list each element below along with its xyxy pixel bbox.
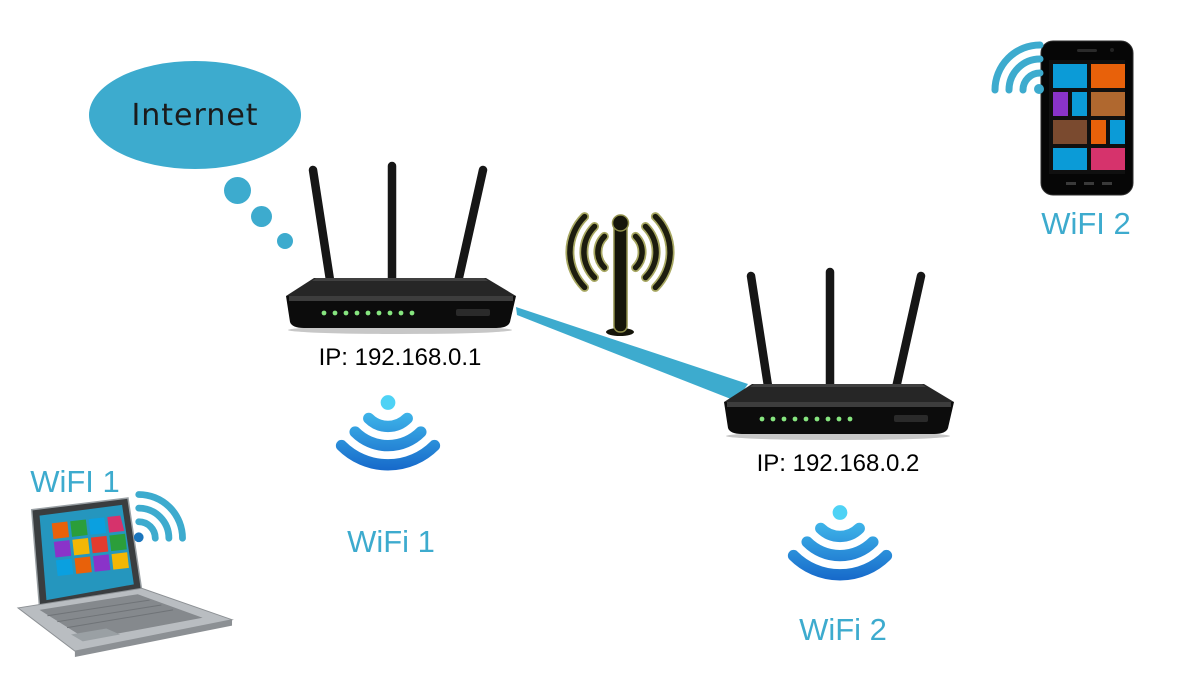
router-1-ip-label: IP: 192.168.0.1 (318, 344, 482, 371)
internet-cloud-icon (89, 61, 301, 169)
laptop-wifi-label: WiFI 1 (30, 464, 120, 499)
wifi-1-label: WiFi 1 (347, 524, 435, 559)
smartphone-icon (1040, 40, 1134, 196)
thought-dot-3-icon (277, 233, 293, 249)
wifi-2-label: WiFi 2 (799, 612, 887, 647)
router-2-ip-label: IP: 192.168.0.2 (756, 450, 920, 477)
router-2-icon (718, 266, 958, 441)
wifi-1-signal-icon (320, 390, 456, 474)
phone-wifi-icon (991, 41, 1044, 94)
thought-dot-1-icon (224, 177, 251, 204)
laptop-icon (16, 497, 234, 658)
repeater-antenna-icon (565, 212, 675, 336)
internet-label: Internet (131, 97, 259, 133)
connection-line (516, 307, 748, 401)
router-1-icon (280, 160, 520, 335)
internet-cloud: Internet (86, 58, 304, 172)
wifi-2-signal-icon (772, 500, 908, 584)
thought-dot-2-icon (251, 206, 272, 227)
phone-wifi-label: WiFI 2 (1041, 206, 1131, 241)
laptop-wifi-icon (133, 491, 186, 543)
